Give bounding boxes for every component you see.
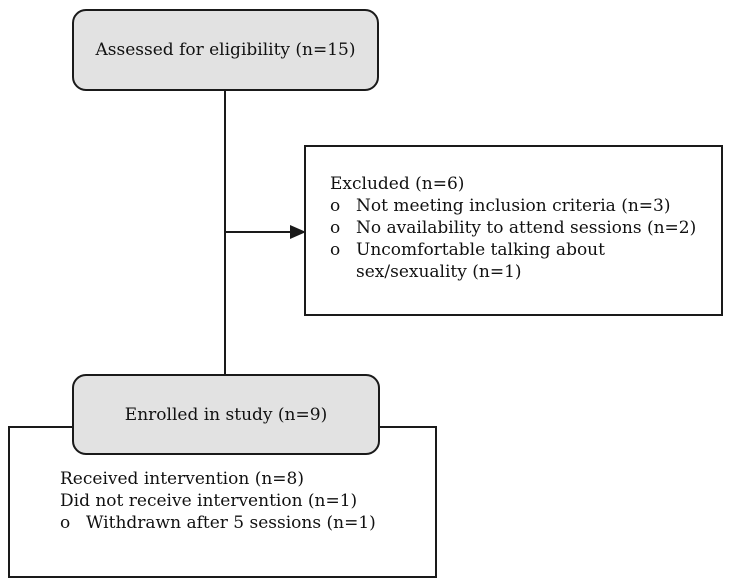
arrowhead-icon xyxy=(290,225,306,239)
outcome-line-received: Received intervention (n=8) xyxy=(60,469,304,489)
enrolled-label: Enrolled in study (n=9) xyxy=(124,404,328,425)
assessed-label: Assessed for eligibility (n=15) xyxy=(95,40,356,60)
flow-connector-to-excluded xyxy=(225,231,297,233)
outcome-line-not-received: Did not receive intervention (n=1) xyxy=(60,491,358,511)
excluded-item-criteria: o Not meeting inclusion criteria (n=3) xyxy=(330,195,696,217)
bullet-marker: o xyxy=(330,240,341,260)
bullet-marker: o xyxy=(60,513,71,533)
excluded-item-text: Uncomfortable talking about sex/sexualit… xyxy=(356,239,605,283)
excluded-item-text-line: Uncomfortable talking about xyxy=(356,240,605,260)
assessed-box: Assessed for eligibility (n=15) xyxy=(72,9,379,91)
outcome-item-withdrawn: o Withdrawn after 5 sessions (n=1) xyxy=(60,512,376,534)
excluded-item-text-line: sex/sexuality (n=1) xyxy=(356,262,522,282)
excluded-title: Excluded (n=6) xyxy=(330,174,465,194)
excluded-box: Excluded (n=6) o Not meeting inclusion c… xyxy=(304,145,723,316)
outcome-item-text: Withdrawn after 5 sessions (n=1) xyxy=(86,513,376,533)
excluded-item-text: No availability to attend sessions (n=2) xyxy=(356,218,697,238)
excluded-item-uncomfortable: o Uncomfortable talking about sex/sexual… xyxy=(330,239,696,283)
bullet-marker: o xyxy=(330,218,341,238)
bullet-marker: o xyxy=(330,196,341,216)
excluded-item-availability: o No availability to attend sessions (n=… xyxy=(330,217,696,239)
excluded-item-text: Not meeting inclusion criteria (n=3) xyxy=(356,196,671,216)
enrolled-box: Enrolled in study (n=9) xyxy=(72,374,380,455)
